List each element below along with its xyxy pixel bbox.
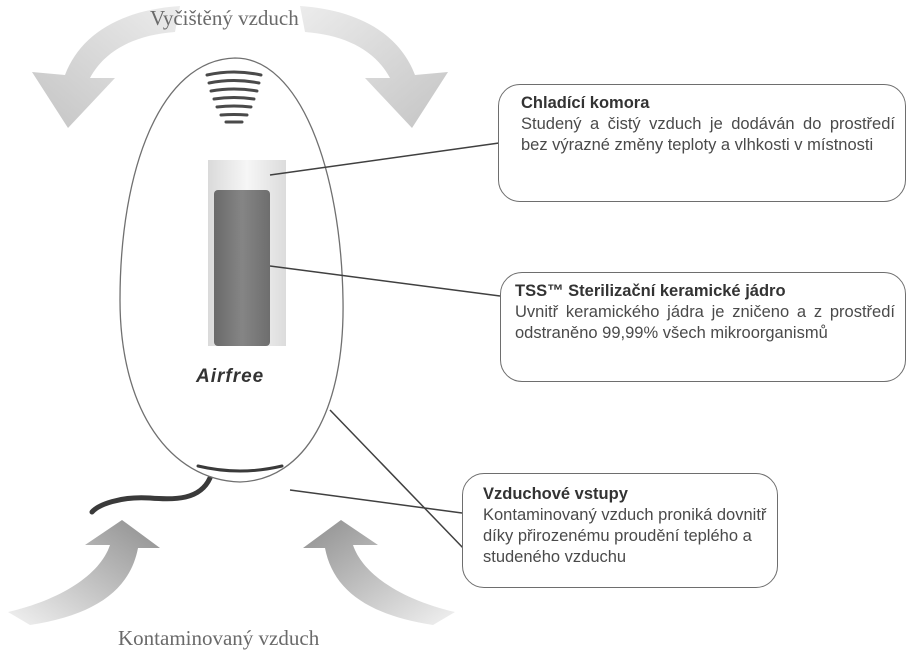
callout-air-intakes: Vzduchové vstupy Kontaminovaný vzduch pr… (462, 473, 778, 588)
outflow-arrow-left (32, 6, 180, 128)
callout-cooling-chamber: Chladící komora Studený a čistý vzduch j… (498, 84, 906, 202)
air-outlet-grille (205, 70, 263, 124)
intake-arrow-left (8, 520, 160, 625)
callout-title: TSS™ Sterilizační keramické jádro (515, 282, 786, 300)
callout-text: Kontaminovaný vzduch proniká dovnitř dík… (483, 506, 767, 566)
callout-text: Studený a čistý vzduch je dodáván do pro… (521, 115, 895, 154)
air-intake-slot (196, 464, 284, 473)
callout-title: Chladící komora (521, 94, 650, 112)
leader-line-intake-lower (289, 489, 463, 514)
contaminated-air-caption: Kontaminovaný vzduch (118, 626, 320, 650)
callout-ceramic-core: TSS™ Sterilizační keramické jádro Uvnitř… (500, 272, 906, 382)
power-cord (89, 475, 213, 515)
brand-logo: Airfree (196, 366, 265, 387)
ceramic-core (214, 190, 270, 346)
purified-air-caption: Vyčištěný vzduch (150, 6, 299, 30)
leader-line-intake-upper (329, 409, 466, 551)
leader-line-ceramic-core (269, 265, 501, 297)
callout-title: Vzduchové vstupy (483, 485, 628, 503)
callout-text: Uvnitř keramického jádra je zničeno a z … (515, 303, 895, 342)
outflow-arrow-right (300, 6, 448, 128)
leader-line-cooling-chamber (269, 142, 500, 176)
intake-arrow-right (303, 520, 455, 625)
